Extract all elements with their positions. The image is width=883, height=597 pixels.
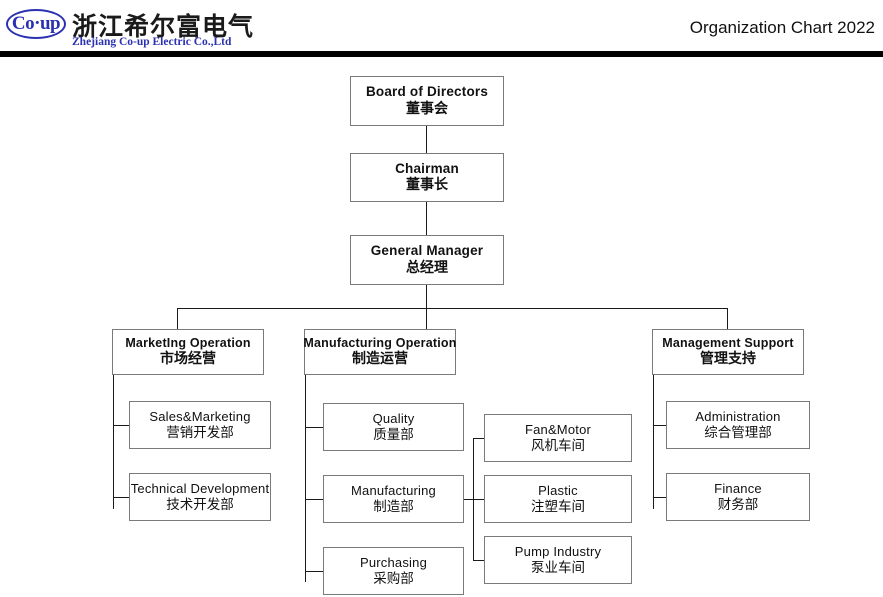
logo-ellipse-shape: [6, 9, 66, 39]
node-label-en: Technical Development: [130, 480, 270, 496]
node-label-cn: 总经理: [406, 259, 448, 276]
logo-wordmark: Co·up: [11, 13, 61, 34]
node-manufacturing-department[interactable]: Manufacturing 制造部: [323, 475, 464, 523]
node-label-cn: 注塑车间: [531, 498, 585, 515]
node-label-cn: 董事长: [406, 177, 448, 194]
node-label-en: Administration: [695, 408, 781, 424]
node-sales-and-marketing[interactable]: Sales&Marketing 营销开发部: [129, 401, 271, 449]
node-label-en: Plastic: [538, 482, 578, 498]
node-fan-and-motor-workshop[interactable]: Fan&Motor 风机车间: [484, 414, 632, 462]
connector-manufacturing-trunk: [305, 374, 307, 582]
connector-workshop-to-fanmotor: [473, 438, 485, 440]
node-label-cn: 采购部: [373, 570, 414, 587]
connector-chairman-to-gm: [426, 201, 428, 236]
node-board-of-directors[interactable]: Board of Directors 董事会: [350, 76, 504, 126]
node-label-en: Board of Directors: [365, 84, 489, 100]
node-label-cn: 营销开发部: [166, 424, 234, 441]
node-label-cn: 质量部: [373, 426, 414, 443]
node-management-support[interactable]: Management Support 管理支持: [652, 329, 804, 375]
node-finance[interactable]: Finance 财务部: [666, 473, 810, 521]
node-label-cn: 技术开发部: [166, 496, 234, 513]
node-label-en: Purchasing: [359, 554, 428, 570]
node-purchasing[interactable]: Purchasing 采购部: [323, 547, 464, 595]
node-technical-development[interactable]: Technical Development 技术开发部: [129, 473, 271, 521]
node-label-cn: 综合管理部: [704, 424, 772, 441]
connector-management-to-admin: [653, 425, 667, 427]
node-label-cn: 泵业车间: [531, 559, 585, 576]
connector-bus-to-manufacturing: [426, 308, 428, 330]
connector-workshop-to-pump: [473, 560, 485, 562]
connector-management-to-finance: [653, 497, 667, 499]
node-label-cn: 财务部: [717, 496, 759, 513]
connector-management-trunk: [653, 374, 655, 509]
node-label-en: General Manager: [370, 243, 484, 259]
connector-marketing-trunk: [113, 374, 115, 509]
connector-board-to-chairman: [426, 125, 428, 159]
node-label-en: Chairman: [395, 160, 459, 176]
connector-marketing-to-techdev: [113, 497, 130, 499]
node-label-cn: 制造运营: [352, 351, 408, 368]
node-label-en: Quality: [372, 410, 415, 426]
connector-bus-to-marketing: [177, 308, 179, 330]
node-label-en: Sales&Marketing: [149, 408, 251, 424]
page-title: Organization Chart 2022: [689, 18, 875, 37]
node-administration[interactable]: Administration 综合管理部: [666, 401, 810, 449]
connector-manufacturing-to-mfgdept: [305, 499, 324, 501]
company-logo-icon: Co·up: [6, 9, 70, 43]
org-chart: Board of Directors 董事会 Chairman 董事长 Gene…: [0, 57, 883, 597]
node-chairman[interactable]: Chairman 董事长: [350, 153, 504, 202]
node-label-cn: 制造部: [373, 498, 414, 515]
node-label-cn: 市场经营: [160, 351, 216, 368]
node-general-manager[interactable]: General Manager 总经理: [350, 235, 504, 285]
connector-marketing-to-sales: [113, 425, 130, 427]
node-label-en: Management Support: [662, 335, 794, 350]
node-label-en: Fan&Motor: [524, 421, 592, 437]
node-label-cn: 管理支持: [700, 351, 756, 368]
connector-division-bus: [177, 308, 727, 310]
node-quality[interactable]: Quality 质量部: [323, 403, 464, 451]
node-label-en: Pump Industry: [514, 543, 602, 559]
connector-manufacturing-to-purchasing: [305, 571, 324, 573]
node-label-cn: 董事会: [406, 100, 448, 117]
connector-bus-to-management: [727, 308, 729, 330]
connector-gm-down: [426, 284, 428, 330]
connector-workshop-to-plastic: [473, 499, 485, 501]
node-label-cn: 风机车间: [531, 437, 585, 454]
node-manufacturing-operation[interactable]: Manufacturing Operation 制造运营: [303, 329, 457, 375]
brand-name-en: Zhejiang Co-up Electric Co.,Ltd: [72, 36, 232, 48]
connector-manufacturing-to-quality: [305, 427, 324, 429]
node-marketing-operation[interactable]: MarketIng Operation 市场经营: [112, 329, 264, 375]
node-label-en: Finance: [714, 480, 762, 496]
node-pump-industry-workshop[interactable]: Pump Industry 泵业车间: [484, 536, 632, 584]
page-header: Co·up 浙江希尔富电气 Zhejiang Co-up Electric Co…: [0, 0, 883, 57]
node-label-en: Manufacturing Operation: [303, 335, 457, 350]
node-plastic-workshop[interactable]: Plastic 注塑车间: [484, 475, 632, 523]
connector-mfgdept-to-workshop-bus: [463, 499, 474, 501]
brand-name-cn: 浙江希尔富电气: [72, 12, 255, 41]
node-label-en: Manufacturing: [351, 482, 436, 498]
node-label-en: MarketIng Operation: [125, 335, 251, 350]
header-divider: [0, 51, 883, 57]
